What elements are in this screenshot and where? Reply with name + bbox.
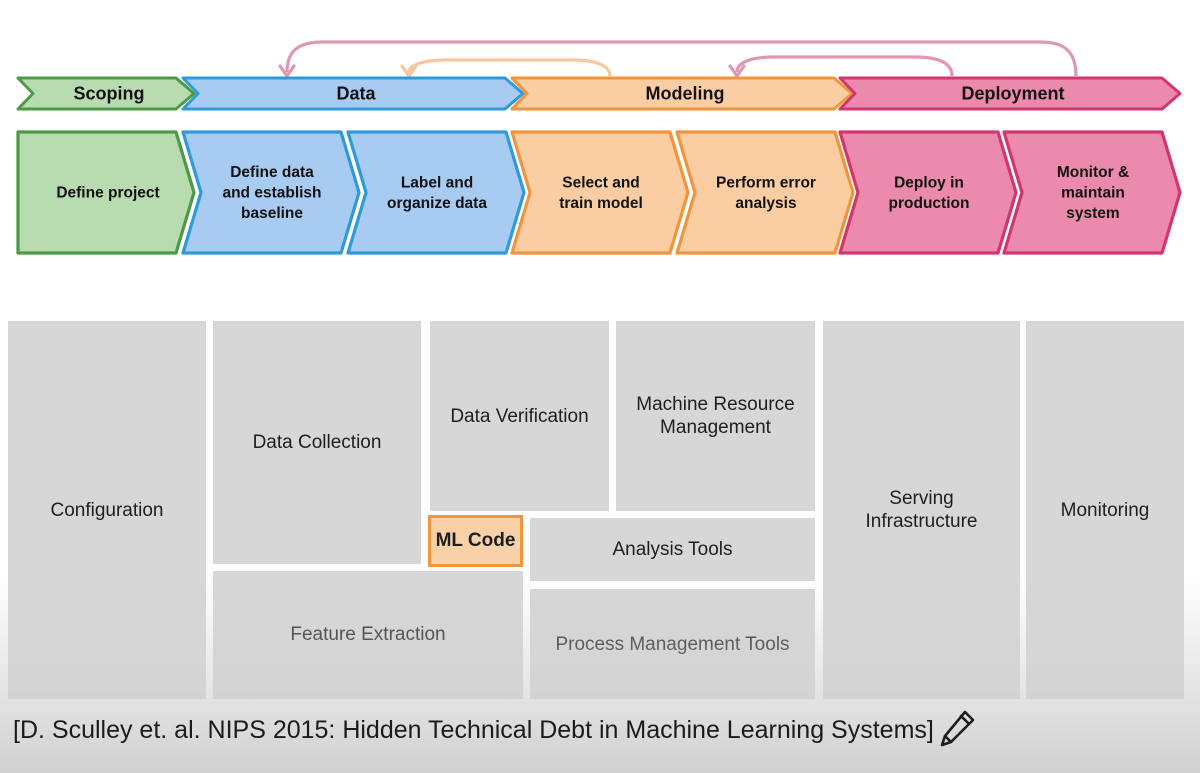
- step-label-5-line-2: analysis: [735, 195, 796, 212]
- step-label-4-line-2: train model: [559, 195, 643, 212]
- data-verification-box: Data Verification: [430, 321, 609, 511]
- pencil-icon[interactable]: [938, 706, 978, 748]
- serving-infrastructure-box: Serving Infrastructure: [823, 321, 1020, 699]
- step-chevron-4: [510, 130, 690, 255]
- machine-resource-management-label: Machine Resource Management: [636, 394, 795, 438]
- step-chevron-2: [181, 130, 361, 255]
- monitoring-label: Monitoring: [1060, 499, 1150, 521]
- step-label-2-line-3: baseline: [241, 205, 303, 222]
- data-collection-box: Data Collection: [213, 321, 421, 564]
- data-verification-label: Data Verification: [450, 405, 589, 427]
- feedback-arc-modeling-to-data: [407, 58, 612, 77]
- analysis-tools-label: Analysis Tools: [612, 539, 733, 560]
- phase-arrow-modeling: [510, 76, 854, 111]
- feature-extraction-box: Feature Extraction: [213, 571, 523, 699]
- monitoring-box: Monitoring: [1026, 321, 1184, 699]
- step-row: Define project Define data and establish ba…: [16, 130, 1182, 255]
- feedback-arrowhead-1: [278, 64, 296, 78]
- analysis-tools-box: Analysis Tools: [530, 518, 815, 581]
- step-label-5-line-1: Perform error: [716, 174, 816, 191]
- step-label-3-line-1: Label and: [401, 174, 473, 191]
- serving-infrastructure-label: Serving Infrastructure: [865, 488, 978, 532]
- ml-lifecycle-diagram: Scoping Data Modeling Deployment Define pro…: [16, 40, 1182, 255]
- configuration-box: Configuration: [8, 321, 206, 699]
- step-label-4-line-1: Select and: [562, 174, 640, 191]
- step-chevron-3: [346, 130, 526, 255]
- step-label-6-line-2: production: [889, 195, 970, 212]
- step-chevron-5: [675, 130, 855, 255]
- phase-arrow-data: [181, 76, 525, 111]
- phase-label-scoping: Scoping: [74, 84, 145, 104]
- step-label-7-line-2: maintain: [1061, 185, 1125, 202]
- phase-arrow-scoping: [16, 76, 196, 111]
- step-chevron-1: [16, 130, 196, 255]
- feedback-arc-deployment-to-data: [285, 40, 1078, 77]
- process-management-tools-box: Process Management Tools: [530, 589, 815, 699]
- step-label-2-line-2: and establish: [222, 185, 321, 202]
- step-label-6-line-1: Deploy in: [894, 174, 964, 191]
- step-chevron-6: [838, 130, 1018, 255]
- machine-resource-management-box: Machine Resource Management: [616, 321, 815, 511]
- configuration-label: Configuration: [50, 499, 164, 521]
- process-management-tools-label: Process Management Tools: [555, 633, 790, 655]
- step-label-7-line-1: Monitor &: [1057, 164, 1129, 181]
- citation-caption: [D. Sculley et. al. NIPS 2015: Hidden Te…: [13, 716, 934, 744]
- data-collection-label: Data Collection: [252, 432, 382, 453]
- step-label-3-line-2: organize data: [387, 195, 487, 212]
- ml-code-box: ML Code: [428, 515, 523, 567]
- step-label-2-line-1: Define data: [230, 164, 314, 181]
- ml-code-label: ML Code: [435, 530, 516, 551]
- phase-arrow-deployment: [838, 76, 1182, 111]
- phase-row: Scoping Data Modeling Deployment: [16, 76, 1182, 111]
- step-chevron-7: [1002, 130, 1182, 255]
- phase-label-data: Data: [336, 84, 376, 104]
- phase-label-modeling: Modeling: [646, 84, 725, 104]
- feedback-arc-deployment-to-modeling: [735, 55, 954, 77]
- feature-extraction-label: Feature Extraction: [290, 624, 446, 645]
- feedback-arrows: [278, 40, 1078, 78]
- step-label-7-line-3: system: [1066, 205, 1119, 222]
- feedback-arrowhead-3: [728, 64, 746, 78]
- phase-label-deployment: Deployment: [961, 84, 1064, 104]
- feedback-arrowhead-2: [400, 64, 418, 78]
- step-label-1-line-1: Define project: [56, 185, 159, 202]
